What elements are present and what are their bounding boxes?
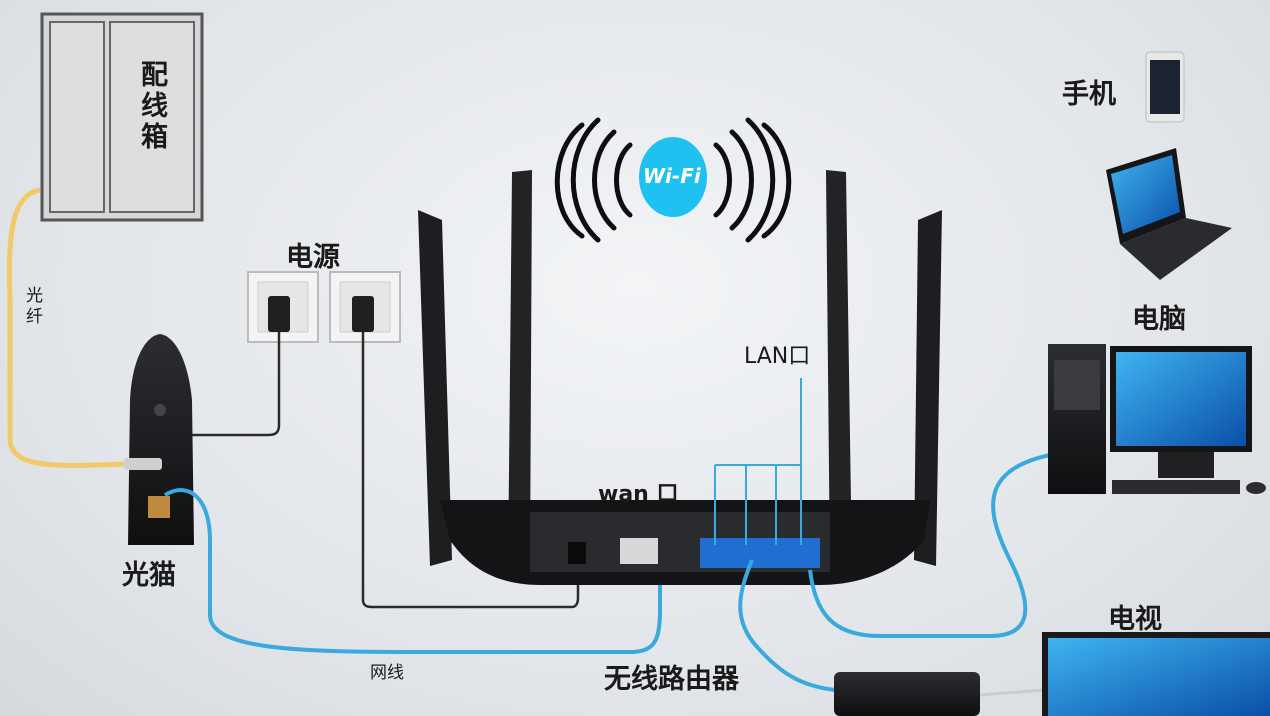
wan-port-label: wan 口	[598, 482, 679, 507]
router-icon	[440, 500, 930, 585]
modem-label: 光猫	[122, 560, 176, 591]
laptop-icon	[1106, 148, 1232, 280]
ethernet-cable-lan-pc	[808, 453, 1051, 638]
outlet-icon-2	[329, 271, 401, 343]
cable-label: 网线	[370, 663, 404, 683]
power-label: 电源	[286, 242, 340, 273]
modem-power-cord	[190, 332, 281, 437]
wifi-badge-label: Wi-Fi	[643, 164, 701, 188]
ethernet-cable-lan-tv	[738, 559, 836, 692]
modem-icon	[124, 334, 194, 545]
outlet-icon	[247, 271, 319, 343]
lan-port-label: LAN口	[744, 344, 811, 369]
lan-ports-bracket	[714, 378, 802, 545]
wifi-icon	[554, 117, 792, 243]
tv-cable	[979, 688, 1045, 697]
tv-label: 电视	[1108, 604, 1162, 635]
phone-label: 手机	[1062, 79, 1116, 110]
ethernet-cable-wan	[163, 488, 662, 654]
set-top-box-icon	[834, 672, 980, 716]
router-power-cord	[361, 332, 580, 609]
patch-box-label: 配线箱	[136, 60, 167, 153]
phone-icon	[1145, 51, 1185, 123]
tv-icon	[1042, 632, 1270, 716]
router-label: 无线路由器	[604, 664, 739, 695]
fiber-cable	[6, 187, 131, 468]
patch-box-icon	[40, 12, 204, 222]
desktop-icon	[1048, 344, 1266, 494]
router-antennas	[418, 170, 942, 570]
fiber-label: 光纤	[22, 286, 42, 328]
computer-label: 电脑	[1132, 304, 1186, 335]
